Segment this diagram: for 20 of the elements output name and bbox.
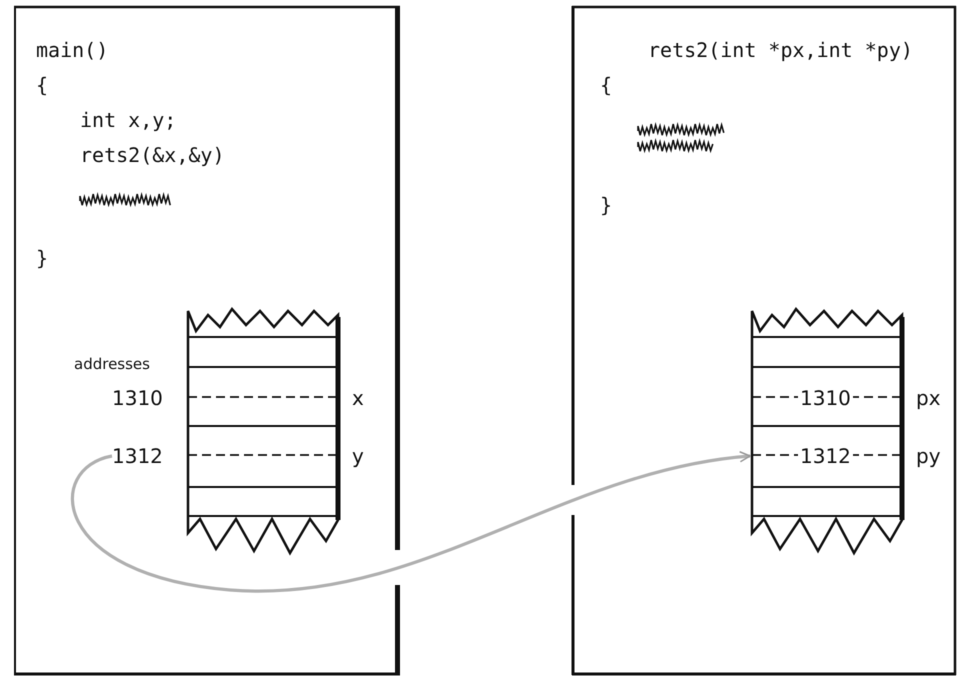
column-heading: addresses [74,354,150,375]
code-line: } [36,246,48,270]
memory-label: x [352,386,364,410]
memory-strip [750,305,906,557]
memory-label: y [352,444,364,468]
memory-strip [186,305,342,557]
code-line: int x,y; [80,108,176,132]
code-line: rets2(int *px,int *py) [648,38,913,62]
code-line: { [36,73,48,97]
code-line: } [600,193,612,217]
curved-arrow [71,452,751,592]
memory-label: 1310 [112,386,163,410]
code-line: { [600,73,612,97]
memory-label: px [916,386,941,410]
code-line: main() [36,38,108,62]
function-panel [14,6,400,675]
function-panel [572,6,956,675]
address-label: 1312 [112,444,163,468]
memory-label: py [916,444,941,468]
code-line: rets2(&x,&y) [80,143,224,167]
